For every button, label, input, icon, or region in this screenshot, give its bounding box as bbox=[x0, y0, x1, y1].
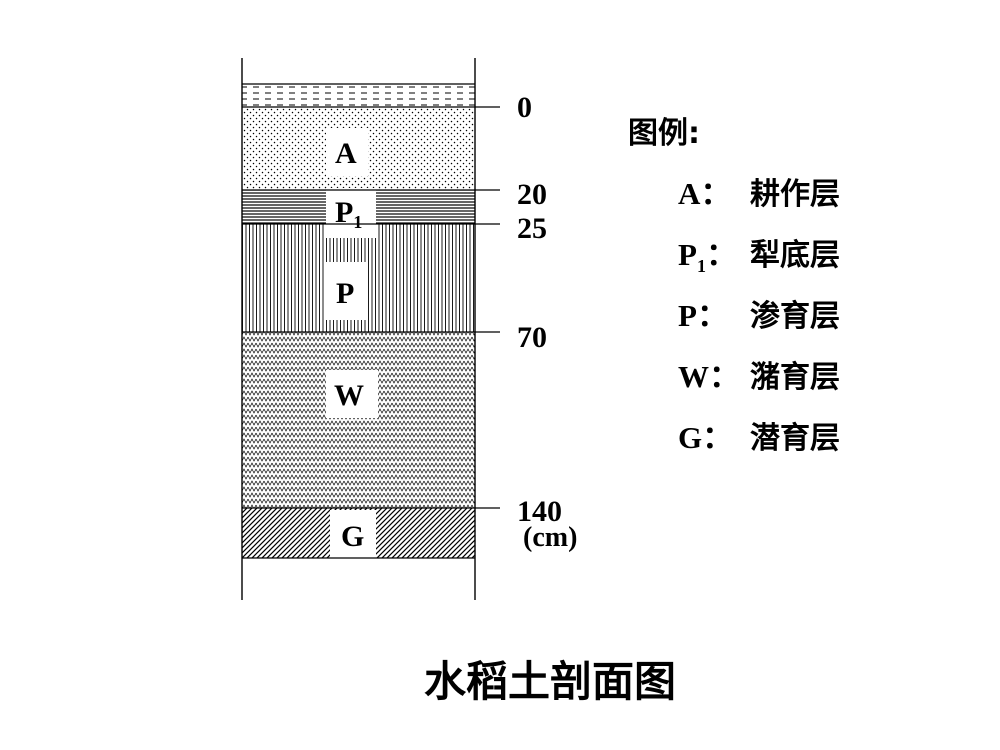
legend-item-p1: P1：犁底层 bbox=[678, 235, 948, 296]
layer-p1-code: P bbox=[335, 196, 353, 229]
layer-p1-subscript: 1 bbox=[353, 212, 362, 232]
legend-code-letter: G bbox=[678, 420, 703, 455]
legend-separator: ： bbox=[702, 420, 734, 455]
legend-separator: ： bbox=[705, 237, 737, 272]
legend-code: G： bbox=[678, 418, 750, 469]
legend-items: A：耕作层 P1：犁底层 P：渗育层 W：潴育层 G：潜育层 bbox=[678, 174, 948, 479]
layer-w-fill bbox=[242, 332, 475, 508]
legend-code-letter: W bbox=[678, 359, 709, 394]
legend-name: 潴育层 bbox=[750, 360, 840, 395]
legend-title: 图例: bbox=[628, 116, 700, 151]
legend-separator: ： bbox=[700, 176, 732, 211]
legend-code: W： bbox=[678, 357, 750, 408]
depth-tick-140: 140 bbox=[517, 495, 562, 528]
surface-water-band bbox=[242, 84, 475, 107]
layer-w-label-box bbox=[326, 370, 378, 418]
legend-name: 渗育层 bbox=[750, 299, 840, 334]
layer-p-label: P bbox=[336, 277, 354, 310]
legend-name: 耕作层 bbox=[750, 177, 840, 212]
layer-p1-label: P1 bbox=[335, 196, 362, 232]
legend-name: 潜育层 bbox=[750, 421, 840, 456]
legend-code-letter: P bbox=[678, 237, 697, 272]
depth-unit-label: (cm) bbox=[523, 522, 577, 553]
depth-tick-70: 70 bbox=[517, 321, 547, 354]
legend-name: 犁底层 bbox=[750, 238, 840, 273]
depth-tick-25: 25 bbox=[517, 212, 547, 245]
legend-item-a: A：耕作层 bbox=[678, 174, 948, 235]
legend-separator: ： bbox=[696, 298, 728, 333]
layer-a-label-box bbox=[326, 128, 368, 176]
legend-separator: ： bbox=[709, 359, 740, 394]
layer-a-label: A bbox=[335, 137, 357, 170]
layer-p-label-box bbox=[326, 262, 368, 320]
legend-code-subscript: 1 bbox=[696, 256, 706, 277]
legend-code: P1： bbox=[678, 235, 750, 286]
layer-p1-label-box bbox=[326, 188, 376, 238]
layer-g-label: G bbox=[341, 520, 364, 553]
legend-item-p: P：渗育层 bbox=[678, 296, 948, 357]
legend-item-g: G：潜育层 bbox=[678, 418, 948, 479]
legend-code: A： bbox=[678, 174, 750, 225]
legend-code: P： bbox=[678, 296, 750, 347]
depth-tick-20: 20 bbox=[517, 178, 547, 211]
legend-code-letter: A bbox=[678, 176, 701, 211]
legend: 图例: A：耕作层 P1：犁底层 P：渗育层 W：潴育层 G：潜育层 bbox=[628, 112, 948, 479]
depth-tick-0: 0 bbox=[517, 91, 532, 124]
layer-g-label-box bbox=[330, 510, 376, 558]
diagram-caption: 水稻土剖面图 bbox=[423, 657, 676, 706]
legend-item-w: W：潴育层 bbox=[678, 357, 948, 418]
layer-w-label: W bbox=[334, 379, 364, 412]
legend-code-letter: P bbox=[678, 298, 697, 333]
